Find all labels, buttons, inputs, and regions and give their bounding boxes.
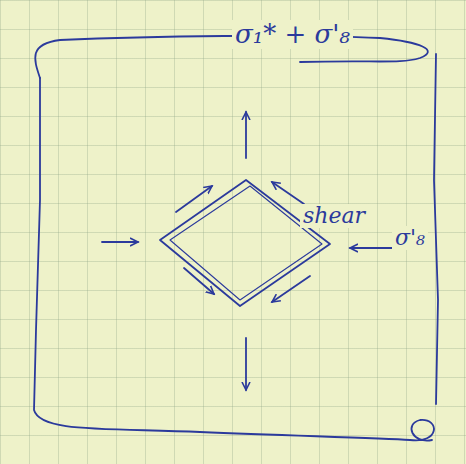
stress-element — [160, 180, 330, 306]
normal-arrow — [245, 338, 247, 390]
stress-label: σ₁* + σ'₈ — [232, 20, 353, 49]
outline-frame — [434, 54, 438, 404]
shear-arrow — [184, 268, 214, 294]
stress-label: σ'₈ — [392, 226, 428, 250]
shear-arrow — [272, 276, 310, 302]
shear-arrow — [176, 186, 212, 212]
shear-arrow — [272, 182, 304, 204]
outline-frame — [34, 78, 434, 441]
shear-label: shear — [300, 204, 368, 228]
normal-arrow — [102, 241, 138, 243]
normal-arrow — [350, 247, 394, 249]
normal-arrow — [245, 112, 247, 158]
